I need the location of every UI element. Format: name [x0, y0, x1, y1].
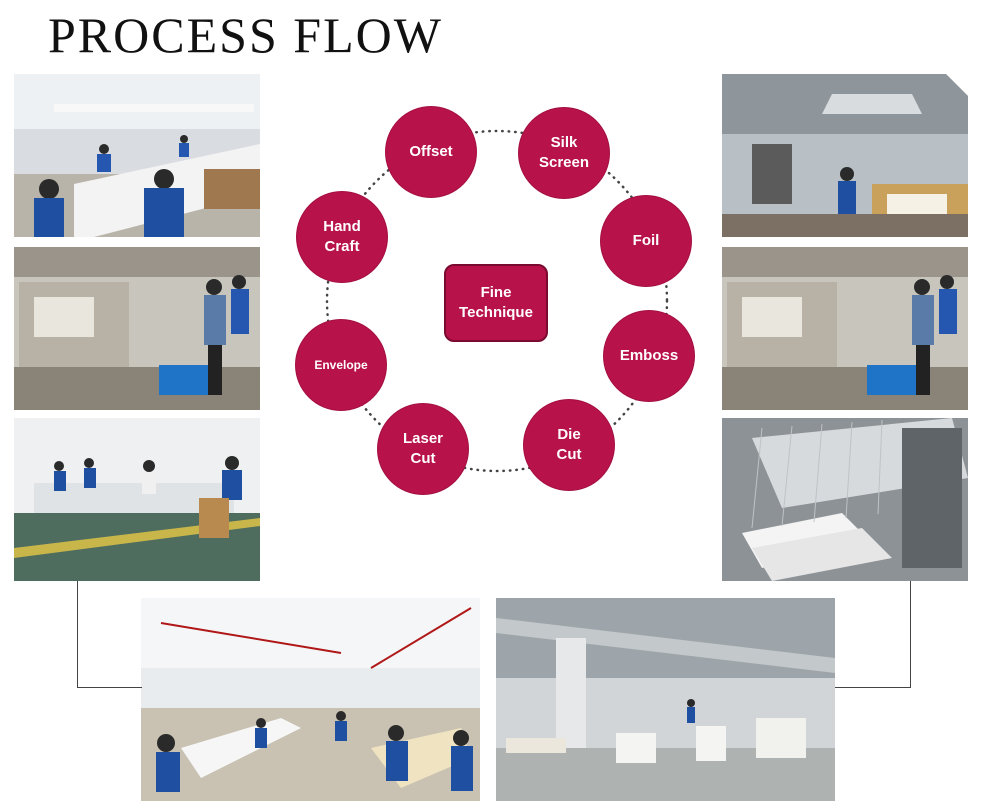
process-diagram: Fine Technique Offset Silk Screen Foil E… — [282, 96, 712, 506]
workshop-photo-warehouse — [496, 598, 835, 801]
node-offset: Offset — [386, 107, 476, 197]
node-foil: Foil — [601, 196, 691, 286]
connector-left — [77, 581, 142, 688]
workshop-photo-paper-feed — [722, 418, 968, 581]
node-emboss: Emboss — [604, 311, 694, 401]
center-fine-technique: Fine Technique — [444, 264, 548, 342]
connector-right — [835, 581, 911, 688]
page-title: PROCESS FLOW — [48, 7, 443, 63]
workshop-photo-printing — [722, 74, 968, 237]
workshop-photo-machine-2 — [722, 247, 968, 410]
node-envelope: Envelope — [296, 320, 386, 410]
node-laser-cut: Laser Cut — [378, 404, 468, 494]
workshop-photo-assembly — [14, 74, 260, 237]
ring-dotted-circle — [325, 129, 669, 473]
workshop-photo-machine — [14, 247, 260, 410]
workshop-photo-large-hall — [141, 598, 480, 801]
node-silk-screen: Silk Screen — [519, 108, 609, 198]
node-die-cut: Die Cut — [524, 400, 614, 490]
workshop-photo-hall — [14, 418, 260, 581]
node-hand-craft: Hand Craft — [297, 192, 387, 282]
